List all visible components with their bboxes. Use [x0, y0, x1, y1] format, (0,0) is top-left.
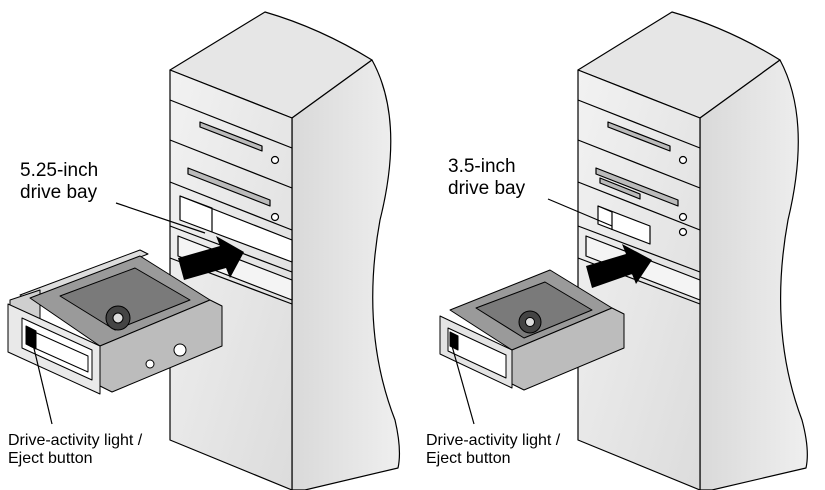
- right-computer-tower: [577, 11, 808, 490]
- right-caption-leader: [451, 345, 475, 425]
- right-drive-activity-light: [449, 331, 459, 351]
- left-caption-line-1: Drive-activity light /: [8, 432, 143, 449]
- right-floppy-slot-2: [599, 177, 641, 200]
- left-tape-drive: [7, 249, 223, 395]
- left-bay-label-line-2: drive bay: [20, 181, 98, 203]
- left-open-bay: [179, 195, 293, 263]
- right-bay-label: 3.5-inch drive bay: [448, 156, 525, 200]
- left-caption-leader: [31, 339, 53, 425]
- left-insert-arrow: [178, 236, 244, 280]
- right-caption-line-2: Eject button: [426, 450, 511, 468]
- right-tape-drive: [439, 269, 625, 391]
- right-caption-line-1: Drive-activity light /: [426, 432, 561, 449]
- left-tower-side: [291, 59, 401, 490]
- right-bay-leader: [547, 198, 613, 227]
- right-insert-arrow: [586, 244, 652, 288]
- right-optical-slot: [595, 167, 679, 207]
- right-open-bay: [597, 205, 651, 245]
- left-bay-label: 5.25-inch drive bay: [20, 160, 98, 204]
- left-computer-tower: [169, 11, 401, 490]
- left-bay-leader: [115, 202, 206, 234]
- right-floppy-slot: [607, 121, 671, 152]
- left-caption: Drive-activity light / Eject button: [8, 432, 142, 469]
- right-bay-label-line-2: drive bay: [448, 177, 526, 199]
- right-tower-side: [699, 59, 808, 490]
- right-bay-label-line-1: 3.5-inch: [448, 156, 516, 177]
- right-caption: Drive-activity light / Eject button: [426, 432, 560, 469]
- left-floppy-slot: [199, 121, 263, 152]
- left-caption-line-2: Eject button: [8, 450, 93, 468]
- left-optical-slot: [187, 167, 271, 207]
- left-bay-label-line-1: 5.25-inch: [20, 160, 99, 181]
